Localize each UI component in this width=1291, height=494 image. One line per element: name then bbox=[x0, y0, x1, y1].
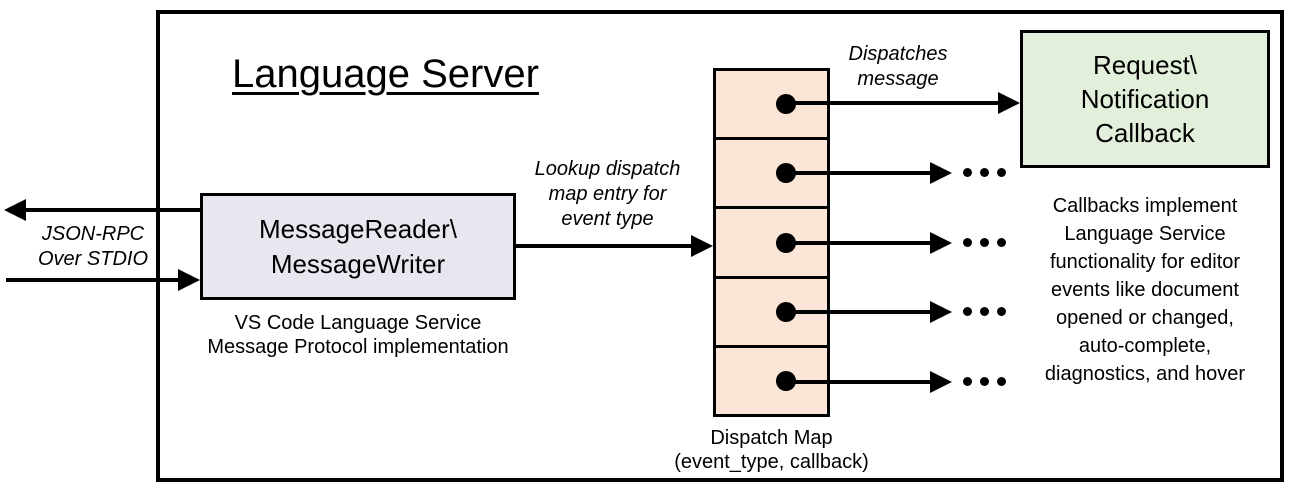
ellipsis-icon bbox=[963, 307, 1006, 316]
diagram-title: Language Server bbox=[232, 52, 539, 96]
callbacks-note: Callbacks implement Language Service fun… bbox=[1044, 195, 1246, 385]
lookup-label: Lookup dispatch map entry for event type bbox=[534, 158, 681, 230]
message-reader-writer-box: MessageReader\ MessageWriter bbox=[200, 193, 516, 300]
ellipsis-icon bbox=[963, 377, 1006, 386]
arrow-stdio-in bbox=[6, 278, 178, 282]
json-rpc-label: JSON-RPC Over STDIO bbox=[37, 223, 148, 270]
arrow-dispatch-4 bbox=[786, 310, 930, 314]
dispatch-map-cell bbox=[716, 71, 827, 141]
arrow-right-head-icon bbox=[691, 235, 713, 257]
arrow-dispatch-1 bbox=[786, 101, 998, 105]
arrow-dispatch-2 bbox=[786, 171, 930, 175]
arrow-right-head-icon bbox=[998, 92, 1020, 114]
arrow-right-head-icon bbox=[930, 371, 952, 393]
arrow-dispatch-3 bbox=[786, 241, 930, 245]
language-server-outer-box bbox=[156, 10, 1284, 482]
arrow-right-head-icon bbox=[178, 269, 200, 291]
arrow-right-head-icon bbox=[930, 301, 952, 323]
arrow-stdio-out bbox=[24, 208, 200, 212]
arrow-dispatch-5 bbox=[786, 380, 930, 384]
ellipsis-icon bbox=[963, 168, 1006, 177]
dispatch-map-caption: Dispatch Map (event_type, callback) bbox=[674, 427, 869, 473]
arrow-right-head-icon bbox=[930, 232, 952, 254]
arrow-left-head-icon bbox=[4, 199, 26, 221]
dispatches-label: Dispatches message bbox=[848, 43, 948, 90]
ellipsis-icon bbox=[963, 238, 1006, 247]
arrow-right-head-icon bbox=[930, 162, 952, 184]
reader-caption: VS Code Language Service Message Protoco… bbox=[207, 312, 509, 358]
request-notification-callback-box: Request\ Notification Callback bbox=[1020, 30, 1270, 168]
arrow-lookup bbox=[516, 244, 691, 248]
